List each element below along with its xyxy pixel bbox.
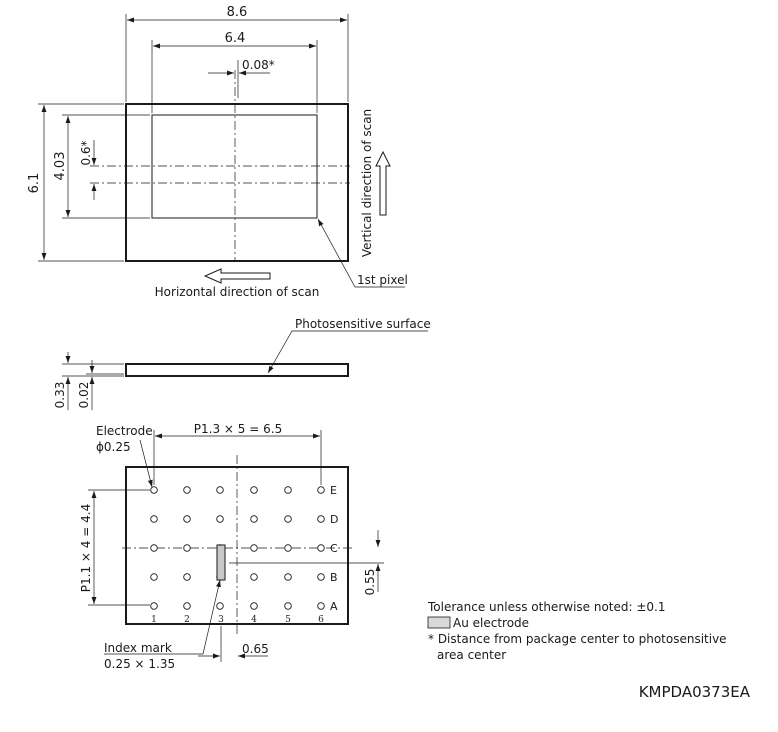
dim-center-offset-x: 0.08* <box>242 58 275 72</box>
column-label: 1 <box>151 615 157 625</box>
electrode-label: Electrode <box>96 424 153 438</box>
horizontal-scan-arrow <box>203 268 271 284</box>
electrode-pad <box>284 544 292 552</box>
electrode-pad <box>183 544 191 552</box>
side-view: Photosensitive surface 0.33 0.02 <box>53 317 431 410</box>
electrode-pad <box>284 486 292 494</box>
bottom-view: E D C B A 1 2 3 4 5 6 Electrode ϕ0.25 P1… <box>79 422 384 671</box>
electrode-pad <box>317 544 325 552</box>
index-mark-size: 0.25 × 1.35 <box>104 657 175 671</box>
dim-center-offset-y: 0.6* <box>79 140 93 165</box>
electrode-pad <box>183 573 191 581</box>
dim-surface-depth: 0.02 <box>77 382 91 409</box>
dim-area-width: 6.4 <box>225 31 246 46</box>
electrode-pad <box>250 515 258 523</box>
electrode-pad <box>250 573 258 581</box>
tolerance-note: Tolerance unless otherwise noted: ±0.1 <box>427 600 666 614</box>
dim-pitch-y: P1.1 × 4 = 4.4 <box>79 504 93 592</box>
electrode-pad <box>183 486 191 494</box>
electrode-pad <box>317 515 325 523</box>
column-label: 4 <box>251 615 257 625</box>
dim-mark-offset-y: 0.55 <box>363 569 377 596</box>
horizontal-scan-label: Horizontal direction of scan <box>155 285 320 299</box>
footnote-line-1: * Distance from package center to photos… <box>428 632 727 646</box>
electrode-pad <box>284 515 292 523</box>
au-electrode-note: Au electrode <box>453 616 529 630</box>
electrode-pad <box>150 544 158 552</box>
electrode-pad <box>183 602 191 610</box>
electrode-pad <box>317 602 325 610</box>
au-electrode-swatch <box>427 616 451 629</box>
dim-thickness: 0.33 <box>53 382 67 409</box>
first-pixel-leader <box>317 218 405 288</box>
dim-package-width: 8.6 <box>227 5 248 20</box>
electrode-pad <box>284 573 292 581</box>
electrode-pad <box>216 486 224 494</box>
electrode-pad <box>250 486 258 494</box>
electrode-pad <box>150 486 158 494</box>
electrode-pad <box>216 515 224 523</box>
electrode-pad <box>150 602 158 610</box>
vertical-scan-arrow <box>375 150 391 216</box>
index-mark-leader <box>104 579 221 655</box>
electrode-pad <box>183 515 191 523</box>
index-mark <box>216 544 226 581</box>
package-outline <box>125 103 349 262</box>
top-view: 8.6 6.4 0.08* 6.1 4.03 0.6* Vertical dir… <box>27 5 408 299</box>
electrode-pad <box>250 602 258 610</box>
index-mark-label: Index mark <box>104 641 172 655</box>
electrode-leader <box>139 439 153 488</box>
electrode-pad <box>317 486 325 494</box>
electrode-diameter: ϕ0.25 <box>96 440 131 454</box>
electrode-pad <box>284 602 292 610</box>
electrode-pad <box>150 515 158 523</box>
electrode-pad <box>250 544 258 552</box>
row-label: D <box>330 513 338 526</box>
dim-area-height: 4.03 <box>53 152 68 181</box>
footnote-line-2: area center <box>437 648 506 662</box>
dim-package-height: 6.1 <box>27 173 42 194</box>
side-package <box>125 363 349 377</box>
electrode-pad <box>150 573 158 581</box>
column-label: 2 <box>184 615 190 625</box>
column-label: 6 <box>318 615 324 625</box>
photosensitive-surface-label: Photosensitive surface <box>295 317 431 331</box>
row-label: E <box>330 484 337 497</box>
surface-leader <box>267 330 428 374</box>
drawing-id: KMPDA0373EA <box>639 683 751 701</box>
notes: Tolerance unless otherwise noted: ±0.1 A… <box>427 600 727 662</box>
dim-pitch-x: P1.3 × 5 = 6.5 <box>194 422 282 436</box>
row-label: A <box>330 600 338 613</box>
row-label: C <box>330 542 338 555</box>
dim-mark-offset-x: 0.65 <box>242 642 269 656</box>
electrode-pad <box>317 573 325 581</box>
column-label: 5 <box>285 615 291 625</box>
photosensitive-area <box>151 114 318 219</box>
electrode-pad <box>216 602 224 610</box>
row-label: B <box>330 571 338 584</box>
first-pixel-label: 1st pixel <box>357 273 408 287</box>
column-label: 3 <box>218 615 224 625</box>
vertical-scan-label: Vertical direction of scan <box>360 109 374 257</box>
